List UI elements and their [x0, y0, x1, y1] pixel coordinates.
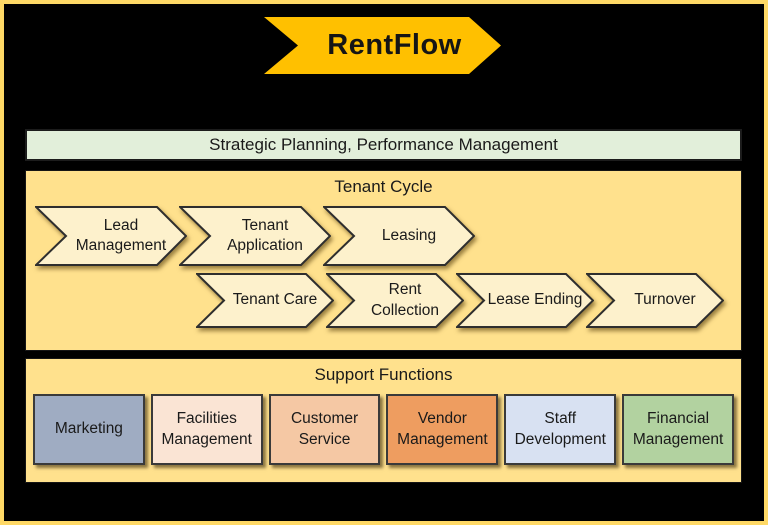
- support-box-facilities-management: Facilities Management: [150, 394, 263, 465]
- support-box-label: Vendor Management: [397, 410, 488, 448]
- process-step-leasing: Leasing: [323, 206, 475, 266]
- support-box-label: Staff Development: [514, 410, 606, 448]
- support-box-label: Financial Management: [632, 410, 724, 448]
- support-box-staff-development: Staff Development: [504, 394, 617, 465]
- process-step-turnover: Turnover: [586, 273, 724, 328]
- tenant-cycle-row-1: Lead Management Tenant Application Leasi…: [35, 206, 741, 266]
- process-step-lease-ending: Lease Ending: [456, 273, 594, 328]
- chevron-arrow-shape: [326, 273, 464, 328]
- chevron-arrow-shape: [196, 273, 334, 328]
- process-step-label: Rent Collection: [370, 281, 440, 319]
- rentflow-banner: RentFlow: [264, 17, 501, 74]
- tenant-cycle-panel: Tenant Cycle Lead Management Tenant Appl…: [25, 170, 742, 351]
- chevron-arrow-shape: [456, 273, 594, 328]
- support-box-vendor-management: Vendor Management: [386, 394, 499, 465]
- support-box-marketing: Marketing: [33, 394, 145, 465]
- strategic-planning-bar: Strategic Planning, Performance Manageme…: [25, 129, 742, 161]
- strategic-planning-label: Strategic Planning, Performance Manageme…: [209, 135, 558, 154]
- tenant-cycle-row-2: Tenant Care Rent Collection Lease Ending…: [196, 273, 741, 328]
- support-box-financial-management: Financial Management: [622, 394, 734, 465]
- process-step-label: Tenant Application: [227, 216, 303, 254]
- process-step-tenant-care: Tenant Care: [196, 273, 334, 328]
- support-box-customer-service: Customer Service: [268, 394, 381, 465]
- process-step-label: Leasing: [381, 226, 437, 244]
- process-step-tenant-application: Tenant Application: [179, 206, 331, 266]
- rentflow-title: RentFlow: [327, 29, 462, 61]
- support-boxes-row: Marketing Facilities Management Customer…: [26, 385, 741, 465]
- process-step-label: Lease Ending: [487, 291, 583, 309]
- process-step-label: Tenant Care: [232, 291, 318, 309]
- chevron-arrow-shape: [323, 206, 475, 266]
- tenant-cycle-title: Tenant Cycle: [334, 177, 433, 196]
- process-step-lead-management: Lead Management: [35, 206, 187, 266]
- support-functions-panel: Support Functions Marketing Facilities M…: [25, 358, 742, 483]
- support-functions-title: Support Functions: [314, 365, 453, 384]
- process-step-rent-collection: Rent Collection: [326, 273, 464, 328]
- support-box-label: Marketing: [54, 420, 123, 438]
- chevron-arrow-shape: [179, 206, 331, 266]
- process-step-label: Lead Management: [75, 216, 167, 254]
- chevron-arrow-shape: [35, 206, 187, 266]
- process-step-label: Turnover: [634, 291, 696, 309]
- support-box-label: Customer Service: [290, 410, 359, 448]
- chevron-arrow-shape: [586, 273, 724, 328]
- support-box-label: Facilities Management: [161, 410, 252, 448]
